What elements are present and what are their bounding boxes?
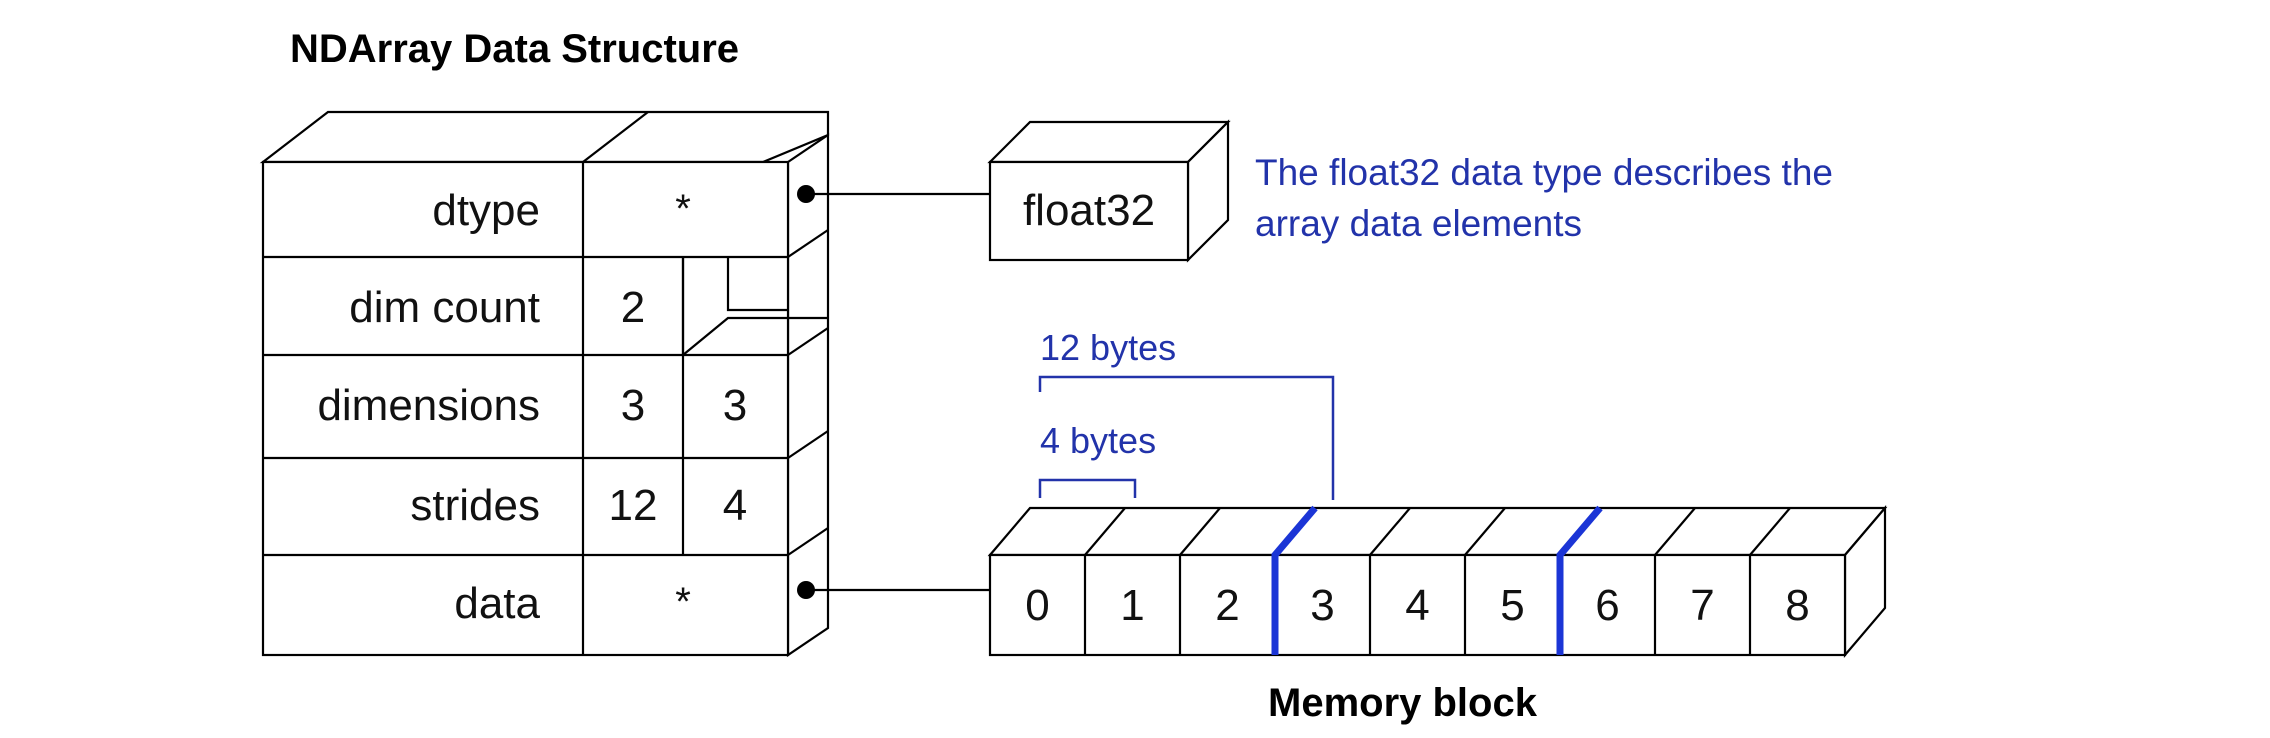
data-connector	[797, 581, 990, 599]
row-label-dim-count: dim count	[349, 283, 540, 332]
memory-top-divider	[1369, 507, 1411, 556]
memory-cell-6: 6	[1595, 581, 1619, 630]
memory-front-face	[988, 553, 1847, 657]
memory-cell-4: 4	[1405, 581, 1429, 630]
dimension-value-0: 3	[621, 381, 645, 430]
struct-table: dtype dim count dimensions strides data …	[259, 110, 830, 658]
stride-value-1: 4	[723, 481, 747, 530]
dimension-value-1: 3	[723, 381, 747, 430]
memory-cell-2: 2	[1215, 581, 1239, 630]
data-pointer: *	[675, 580, 691, 624]
memory-block: 0 1 2 3 4 5 6 7 8	[987, 505, 1888, 658]
memory-top-divider	[1084, 507, 1126, 556]
memory-top-divider	[1654, 507, 1696, 556]
dtype-note-line-1: The float32 data type describes the	[1255, 152, 1833, 193]
row-stride-label: 12 bytes	[1040, 327, 1176, 368]
memory-top-divider	[1749, 507, 1791, 556]
element-size-bracket: 4 bytes	[1038, 420, 1156, 498]
struct-front-face	[261, 160, 790, 657]
memory-block-label: Memory block	[1268, 681, 1538, 725]
memory-cell-5: 5	[1500, 581, 1524, 630]
memory-top-face	[987, 506, 1888, 557]
struct-right-face	[786, 132, 830, 658]
row-label-data: data	[454, 579, 540, 628]
memory-cell-7: 7	[1690, 581, 1714, 630]
element-size-label: 4 bytes	[1040, 420, 1156, 461]
row-label-strides: strides	[410, 481, 540, 530]
dtype-pointer: *	[675, 187, 691, 231]
stride-value-0: 12	[609, 481, 658, 530]
memory-top-divider	[1179, 507, 1221, 556]
dtype-note-line-2: array data elements	[1255, 203, 1582, 244]
dtype-box-label: float32	[1023, 186, 1155, 235]
memory-cells: 0 1 2 3 4 5 6 7 8	[1025, 505, 1810, 655]
dtype-box: float32	[987, 119, 1231, 263]
row-boundary-marker	[1271, 505, 1318, 655]
dim-count-value: 2	[621, 283, 645, 332]
diagram-title: NDArray Data Structure	[290, 27, 739, 71]
struct-top-face	[259, 110, 830, 164]
memory-cell-1: 1	[1120, 581, 1144, 630]
memory-cell-8: 8	[1785, 581, 1809, 630]
row-label-dtype: dtype	[432, 186, 540, 235]
memory-cell-3: 3	[1310, 581, 1334, 630]
memory-cell-0: 0	[1025, 581, 1049, 630]
row-boundary-marker	[1556, 505, 1603, 655]
dtype-connector	[797, 185, 990, 203]
row-stride-bracket: 12 bytes	[1038, 327, 1335, 500]
row-label-dimensions: dimensions	[317, 381, 540, 430]
memory-top-divider	[1464, 507, 1506, 556]
